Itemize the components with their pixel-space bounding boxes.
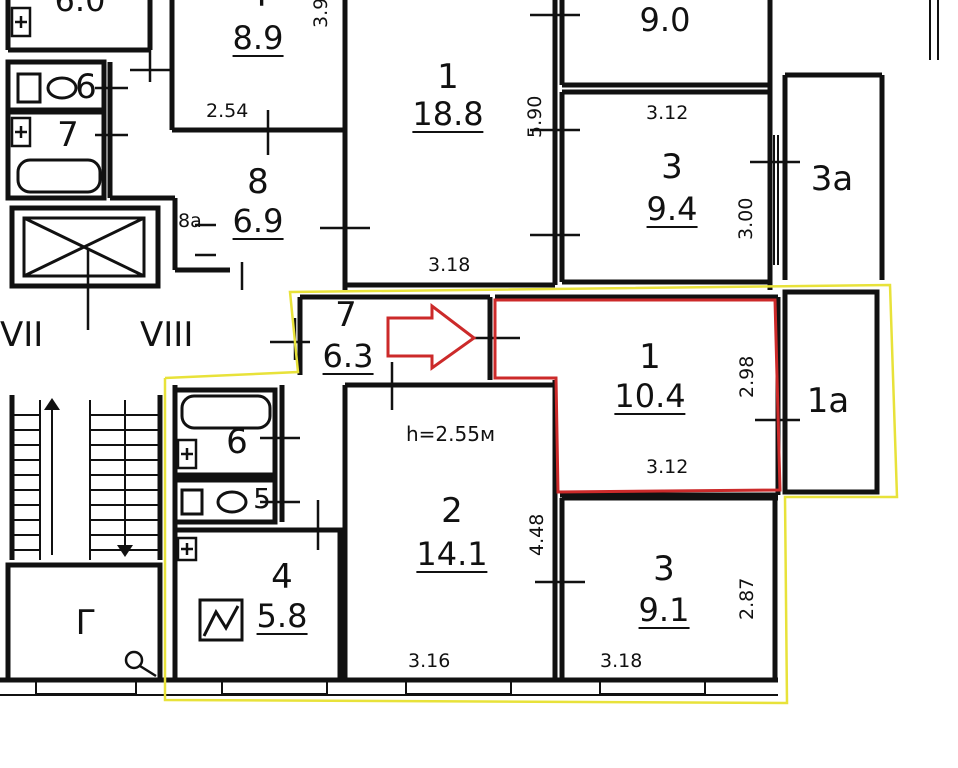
stove-icon: [198, 598, 244, 642]
dim-label-3-16: 3.16: [408, 650, 451, 672]
room-label-top-small-area: 8.9: [232, 19, 284, 57]
room-label-top-right-area: 9.0: [639, 1, 691, 39]
room-label-7-area: 6.3: [322, 337, 374, 375]
room-label-1a: 1a: [806, 381, 850, 421]
room-label-3-top-area: 9.4: [646, 190, 698, 228]
room-label-7-top: 7: [57, 115, 79, 155]
room-label-1-top-area: 18.8: [412, 95, 484, 133]
room-label-8-num: 8: [247, 162, 269, 202]
room-label-4-num: 4: [271, 557, 293, 597]
section-label-vii: VII: [0, 315, 44, 355]
room-label-top-small-num: 4: [247, 0, 269, 12]
room-label-2-area: 14.1: [416, 535, 488, 573]
room-label-1-top-num: 1: [437, 57, 459, 97]
room-1-highlight: [493, 298, 782, 494]
section-label-viii: VIII: [140, 315, 194, 355]
windows-lower: [0, 679, 778, 696]
dim-label-3-18-bot: 3.18: [600, 650, 643, 672]
room-label-top-left-area: 6.0: [54, 0, 106, 19]
room-label-4-area: 5.8: [256, 597, 308, 635]
room-label-8a: 8a: [178, 210, 202, 232]
dim-label-3-00: 3.00: [735, 197, 757, 240]
room-label-1-num: 1: [639, 337, 661, 377]
stairs: [12, 400, 160, 560]
apartment-outline: [163, 283, 899, 705]
toilet-icon: [16, 72, 248, 516]
entrance-arrow-icon: [386, 302, 477, 371]
dim-label-2-98: 2.98: [736, 355, 758, 398]
room-label-6-num: 6: [226, 422, 248, 462]
room-label-3a: 3a: [810, 159, 854, 199]
key-icon: [124, 650, 157, 678]
bathtub-icon: [16, 158, 272, 430]
stair-room-label: Г: [75, 603, 97, 643]
dim-label-3-18-top: 3.18: [428, 254, 471, 276]
room-label-8-area: 6.9: [232, 202, 284, 240]
stair-arrow-up: [44, 398, 60, 410]
dim-label-2-54: 2.54: [206, 100, 249, 122]
room-label-5-num: 5: [253, 482, 271, 515]
dim-label-3-12-top: 3.12: [646, 102, 689, 124]
elevator-icon: [22, 216, 146, 278]
room-label-3-area: 9.1: [638, 591, 690, 629]
sink-icon: [10, 6, 198, 562]
dim-label-4-48: 4.48: [526, 513, 548, 556]
ceiling-height-label: h=2.55м: [406, 422, 496, 446]
room-label-3-top-num: 3: [661, 147, 683, 187]
dim-label-5-90: 5.90: [524, 95, 546, 138]
room-label-1-area: 10.4: [614, 377, 686, 415]
stair-arrow-down: [117, 545, 133, 557]
dim-label-top-cut: 3.9: [310, 0, 332, 28]
dim-label-2-87: 2.87: [736, 577, 758, 620]
dim-label-3-12-mid: 3.12: [646, 456, 689, 478]
room-label-7-num: 7: [335, 295, 357, 335]
room-label-2-num: 2: [441, 491, 463, 531]
room-label-3-num: 3: [653, 549, 675, 589]
windows-upper: [769, 0, 939, 265]
room-label-6-top: 6: [75, 67, 97, 107]
